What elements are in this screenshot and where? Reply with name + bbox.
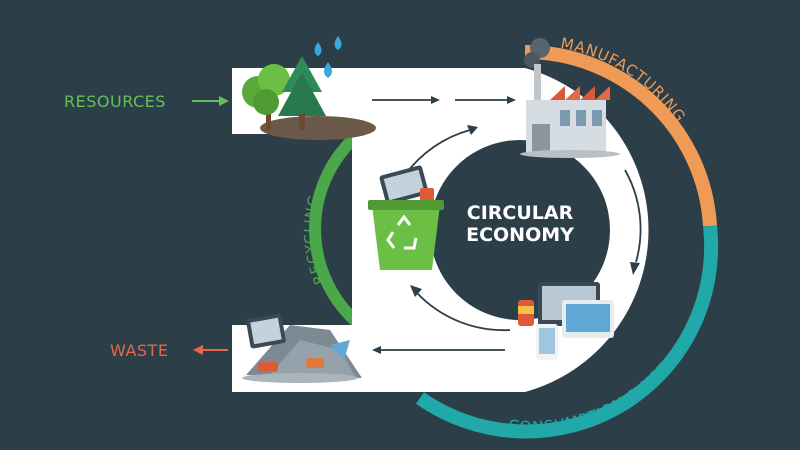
arrow-recycling-to-manufacturing-head xyxy=(467,125,478,135)
arrow-resources-to-manufacturing-head xyxy=(431,96,440,104)
factory-icon xyxy=(520,38,620,158)
recycle-bin-icon xyxy=(368,165,444,270)
label-resources: RESOURCES xyxy=(64,92,166,111)
resources-arrow-head xyxy=(219,96,229,106)
center-title-line1: CIRCULAR xyxy=(466,202,574,224)
devices-icon xyxy=(518,282,614,360)
recycling-ring xyxy=(309,128,364,330)
recycle-symbol xyxy=(386,214,418,250)
arrow-consumption-to-recycling-head xyxy=(410,285,422,297)
arrow-manufacturing-to-consumption xyxy=(624,169,642,263)
waste-pile-icon xyxy=(242,313,362,383)
arrow-consumption-to-waste-head xyxy=(372,346,381,354)
arrow-manufacturing-to-consumption-head xyxy=(630,262,640,275)
center-hole xyxy=(430,140,610,320)
trees-icon xyxy=(242,56,376,140)
center-title-line2: ECONOMY xyxy=(466,224,574,246)
waste-arrow-head xyxy=(193,345,203,355)
label-waste: WASTE xyxy=(110,341,169,360)
arrow-resources-to-manufacturing-2-head xyxy=(507,96,516,104)
manufacturing-ring xyxy=(524,44,717,227)
consumption-ring xyxy=(415,225,719,439)
arrow-consumption-to-recycling xyxy=(416,292,511,332)
center-title: CIRCULAR ECONOMY xyxy=(440,202,600,246)
water-drops-icon xyxy=(314,36,342,78)
label-recycling: RECYCLING xyxy=(302,193,329,286)
